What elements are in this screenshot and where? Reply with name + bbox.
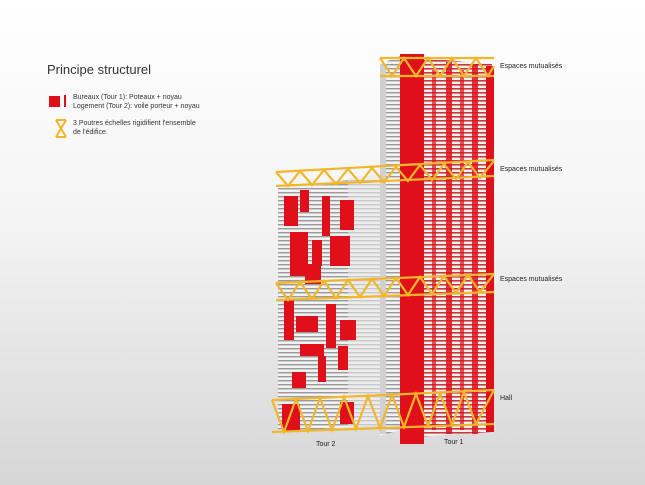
red-core-swatch-icon: [49, 95, 66, 107]
tower-2: [278, 174, 382, 432]
legend-structure-line2: Logement (Tour 2): voile porteur + noyau: [73, 103, 200, 110]
label-hall: Hall: [500, 395, 513, 402]
label-level-top: Espaces mutualisés: [500, 63, 563, 70]
label-tower-1: Tour 1: [444, 439, 464, 446]
tower-1-columns: [400, 54, 494, 444]
legend-trusses-line2: de l'édifice.: [73, 129, 108, 136]
label-level-middle: Espaces mutualisés: [500, 276, 563, 283]
truss-base: [270, 388, 495, 436]
truss-upper: [275, 158, 495, 188]
truss-swatch-icon: [55, 119, 67, 138]
tower-2-bearing-walls: [282, 190, 356, 432]
legend-trusses-line1: 3 Poutres échelles rigidifient l'ensembl…: [73, 120, 196, 127]
label-level-upper: Espaces mutualisés: [500, 166, 563, 173]
truss-middle: [275, 272, 495, 302]
legend-structure-line1: Bureaux (Tour 1): Poteaux + noyau: [73, 94, 182, 101]
truss-top: [379, 56, 495, 79]
tower-1: [380, 54, 494, 444]
diagram-title: Principe structurel: [47, 62, 152, 77]
ladder-trusses: [270, 56, 495, 436]
label-tower-2: Tour 2: [316, 441, 336, 448]
